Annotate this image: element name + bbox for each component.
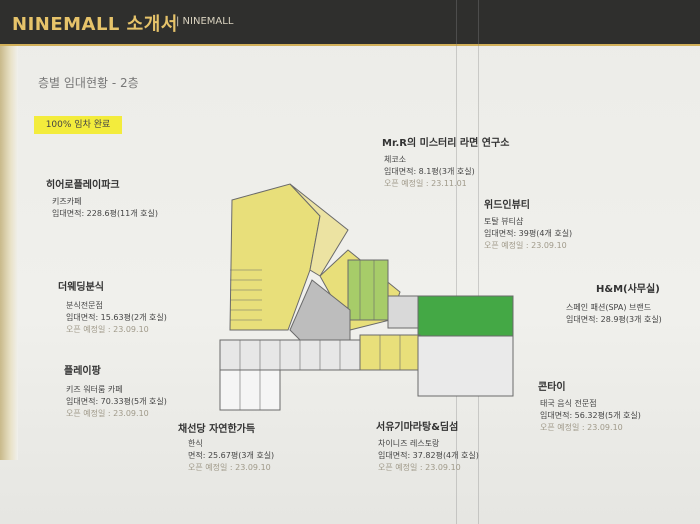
tenant-name: 플레이팡	[64, 366, 101, 377]
tenant-name: 더웨딩분식	[58, 282, 104, 293]
atrium	[289, 279, 351, 341]
tenant-name: 위드인뷰티	[484, 200, 530, 211]
tenant-line: 차이니즈 레스토랑	[378, 439, 440, 448]
header-bar: NINEMALL 소개서 | NINEMALL	[0, 0, 700, 46]
tenant-line: 오픈 예정일 : 23.09.10	[66, 409, 149, 418]
wing-east-green	[347, 259, 389, 321]
tenant-line: 임대면적: 39평(4개 호실)	[484, 229, 573, 238]
tenant-line: 분식전문점	[66, 301, 103, 310]
tenant-line: 오픈 예정일 : 23.09.10	[378, 463, 461, 472]
fold-line	[456, 0, 457, 524]
south-west-units	[219, 369, 281, 411]
occupancy-badge: 100% 임차 완료	[34, 116, 122, 134]
tenant-line: 토탈 뷰티샵	[484, 217, 524, 226]
tenant-name: Mr.R의 미스터리 라면 연구소	[382, 138, 510, 149]
tenant-line: 임대면적: 37.82평(4개 호실)	[378, 451, 479, 460]
tenant-line: 임대면적: 28.9평(3개 호실)	[566, 315, 662, 324]
tenant-line: 오픈 예정일 : 23.11.01	[384, 179, 467, 188]
tenant-line: 스페인 패션(SPA) 브랜드	[566, 303, 652, 312]
tenant-line: 임대면적: 8.1평(3개 호실)	[384, 167, 475, 176]
tenant-line: 체코소	[384, 155, 407, 164]
tenant-line: 면적: 25.67평(3개 호실)	[188, 451, 275, 460]
tenant-name: H&M(사무실)	[596, 284, 660, 295]
tenant-line: 임대면적: 228.6평(11개 호실)	[52, 209, 158, 218]
tenant-line: 태국 음식 전문점	[540, 399, 597, 408]
tenant-line: 오픈 예정일 : 23.09.10	[484, 241, 567, 250]
tenant-line: 키즈 워터룸 카페	[66, 385, 123, 394]
tenant-line: 한식	[188, 439, 203, 448]
document-subtitle: | NINEMALL	[176, 16, 234, 27]
floor-plan	[219, 183, 514, 411]
tenant-line: 임대면적: 70.33평(5개 호실)	[66, 397, 167, 406]
south-east-units	[359, 334, 421, 371]
tenant-name: 콘타이	[538, 382, 566, 393]
fold-line	[478, 0, 479, 524]
hm-zone	[417, 295, 514, 337]
tenant-name: 서유기마라탕&딤섬	[376, 422, 459, 433]
east-block	[417, 335, 514, 397]
tenant-line: 오픈 예정일 : 23.09.10	[188, 463, 271, 472]
tenant-name: 채선당 자연한가득	[178, 424, 256, 435]
tenant-line: 키즈카페	[52, 197, 82, 206]
tenant-line: 임대면적: 15.63평(2개 호실)	[66, 313, 167, 322]
tenant-line: 임대면적: 56.32평(5개 호실)	[540, 411, 641, 420]
paper-edge	[0, 40, 18, 460]
tenant-line: 오픈 예정일 : 23.09.10	[66, 325, 149, 334]
tenant-line: 오픈 예정일 : 23.09.10	[540, 423, 623, 432]
tenant-name: 히어로플레이파크	[46, 180, 120, 191]
unit-dividers	[230, 260, 401, 410]
floor-label: 층별 임대현황 - 2층	[38, 76, 139, 90]
core-block	[387, 295, 419, 329]
wing-north	[289, 183, 349, 277]
document-title: NINEMALL 소개서	[12, 14, 178, 35]
